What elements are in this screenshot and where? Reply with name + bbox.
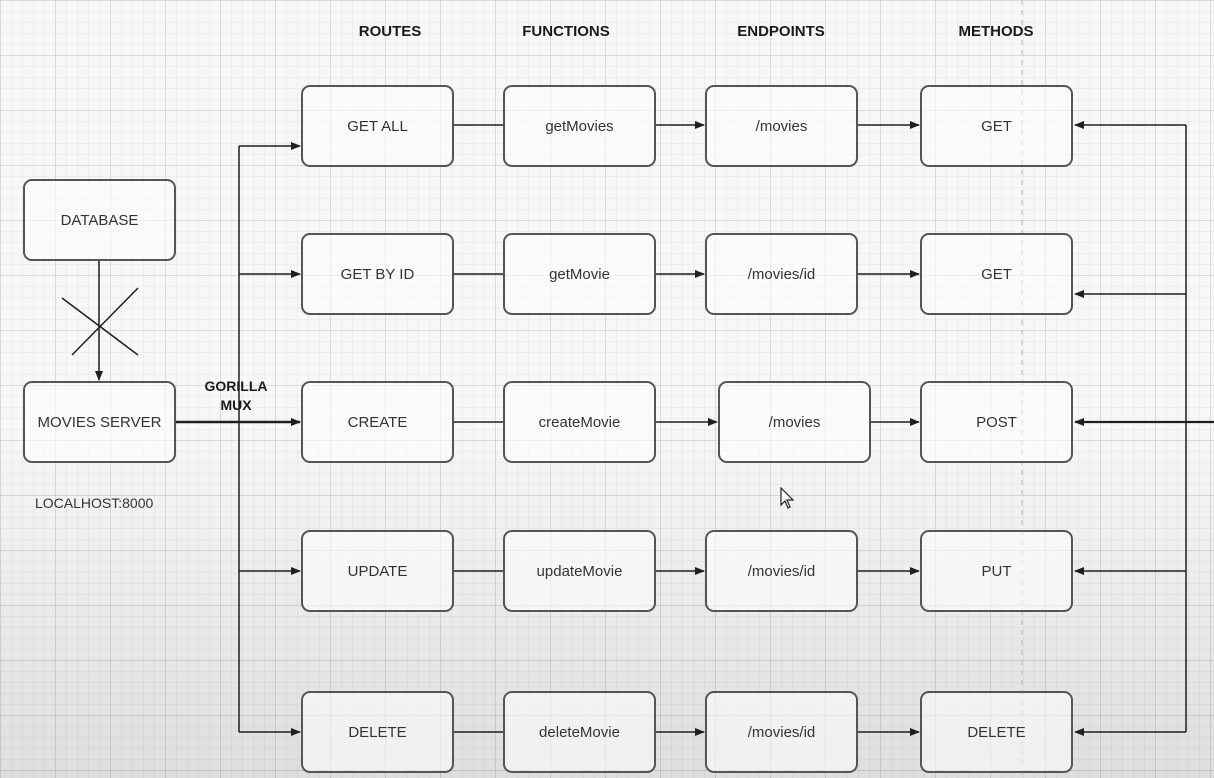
function-node-updatemovie[interactable]: updateMovie (503, 530, 656, 612)
gorilla-mux-label: GORILLA MUX (196, 377, 276, 415)
database-node[interactable]: DATABASE (23, 179, 176, 261)
method-node-post[interactable]: POST (920, 381, 1073, 463)
header-methods: METHODS (958, 23, 1034, 40)
method-node-get[interactable]: GET (920, 85, 1073, 167)
mux-line-1: GORILLA (204, 378, 268, 394)
endpoint-node-movies[interactable]: /movies (718, 381, 871, 463)
function-node-deletemovie[interactable]: deleteMovie (503, 691, 656, 773)
function-node-getmovie[interactable]: getMovie (503, 233, 656, 315)
header-routes: ROUTES (358, 23, 422, 40)
route-node-create[interactable]: CREATE (301, 381, 454, 463)
endpoint-node-movies-id[interactable]: /movies/id (705, 691, 858, 773)
route-node-get-by-id[interactable]: GET BY ID (301, 233, 454, 315)
movies-server-node[interactable]: MOVIES SERVER (23, 381, 176, 463)
function-node-createmovie[interactable]: createMovie (503, 381, 656, 463)
server-address-label: LOCALHOST:8000 (35, 495, 154, 511)
endpoint-node-movies-id[interactable]: /movies/id (705, 530, 858, 612)
route-node-update[interactable]: UPDATE (301, 530, 454, 612)
header-endpoints: ENDPOINTS (737, 23, 825, 40)
header-functions: FUNCTIONS (522, 23, 610, 40)
function-node-getmovies[interactable]: getMovies (503, 85, 656, 167)
mux-line-2: MUX (220, 397, 252, 413)
mouse-cursor-icon (780, 487, 795, 509)
route-node-delete[interactable]: DELETE (301, 691, 454, 773)
method-node-get[interactable]: GET (920, 233, 1073, 315)
route-node-get-all[interactable]: GET ALL (301, 85, 454, 167)
method-node-put[interactable]: PUT (920, 530, 1073, 612)
endpoint-node-movies[interactable]: /movies (705, 85, 858, 167)
endpoint-node-movies-id[interactable]: /movies/id (705, 233, 858, 315)
method-node-delete[interactable]: DELETE (920, 691, 1073, 773)
x-cross-line-2 (71, 287, 139, 356)
